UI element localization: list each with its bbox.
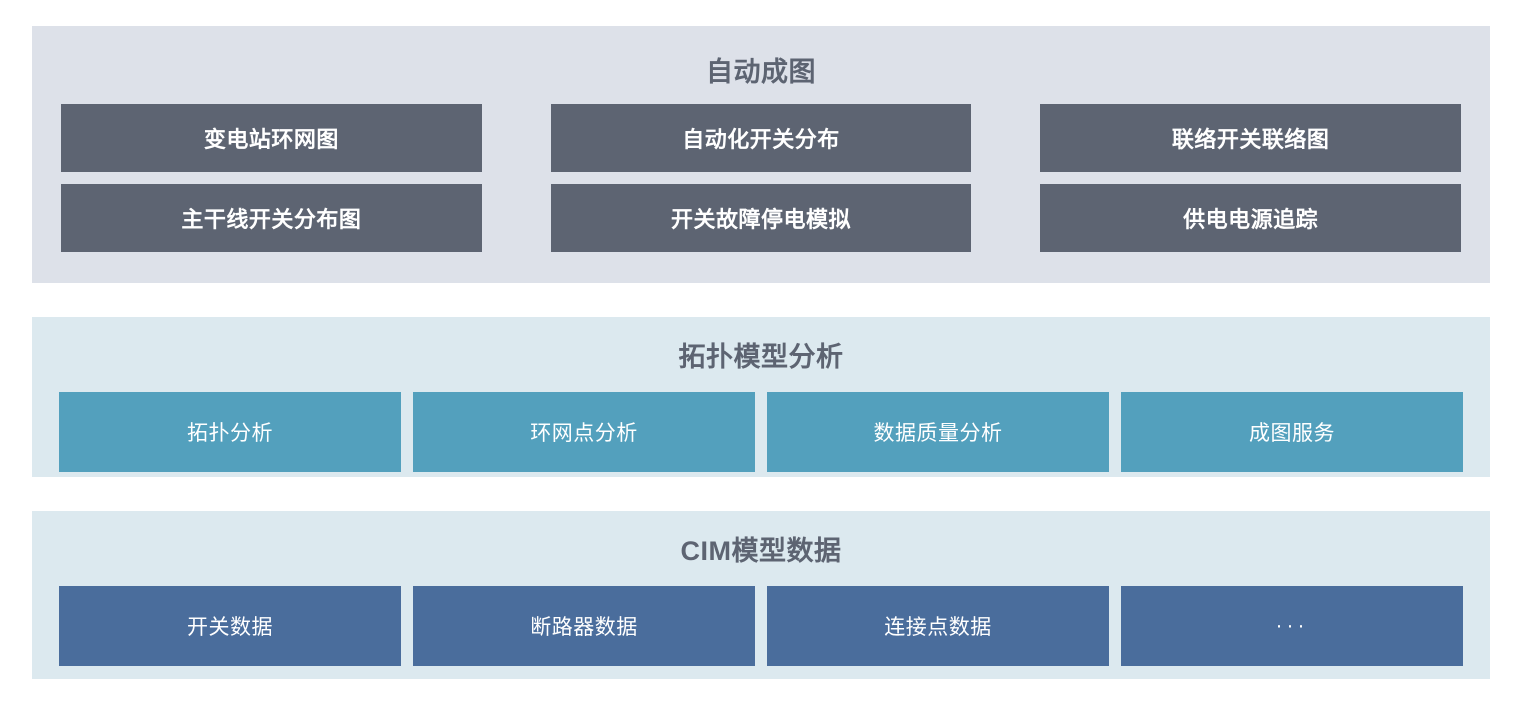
section-title-topology: 拓扑模型分析	[678, 342, 844, 372]
tile-switch-data[interactable]: 开关数据	[59, 586, 401, 666]
tile-substation-ring-network[interactable]: 变电站环网图	[61, 104, 482, 172]
tile-more-ellipsis[interactable]: ···	[1121, 586, 1463, 666]
tile-switch-fault-outage-simulation[interactable]: 开关故障停电模拟	[550, 184, 972, 252]
tile-row-auto-mapping-1: 变电站环网图 自动化开关分布 联络开关联络图	[32, 104, 1490, 172]
tile-row-auto-mapping-2: 主干线开关分布图 开关故障停电模拟 供电电源追踪	[32, 184, 1490, 252]
tile-connection-point-data[interactable]: 连接点数据	[767, 586, 1109, 666]
tile-row-cim: 开关数据 断路器数据 连接点数据 ···	[32, 586, 1490, 666]
tile-trunk-line-switch-distribution[interactable]: 主干线开关分布图	[61, 184, 482, 252]
tile-tie-switch-connection-diagram[interactable]: 联络开关联络图	[1040, 104, 1462, 172]
section-title-cim: CIM模型数据	[680, 536, 842, 566]
tile-ring-network-point-analysis[interactable]: 环网点分析	[413, 392, 755, 472]
section-cim-model-data: CIM模型数据 开关数据 断路器数据 连接点数据 ···	[32, 511, 1490, 679]
architecture-diagram: 自动成图 变电站环网图 自动化开关分布 联络开关联络图 主干线开关分布图 开关故…	[32, 26, 1490, 679]
tile-mapping-service[interactable]: 成图服务	[1121, 392, 1463, 472]
tile-row-topology: 拓扑分析 环网点分析 数据质量分析 成图服务	[32, 392, 1490, 472]
tile-data-quality-analysis[interactable]: 数据质量分析	[767, 392, 1109, 472]
section-topology-model-analysis: 拓扑模型分析 拓扑分析 环网点分析 数据质量分析 成图服务	[32, 317, 1490, 477]
tile-automation-switch-distribution[interactable]: 自动化开关分布	[550, 104, 972, 172]
tile-power-source-tracing[interactable]: 供电电源追踪	[1040, 184, 1462, 252]
section-title-auto-mapping: 自动成图	[706, 57, 816, 87]
tile-circuit-breaker-data[interactable]: 断路器数据	[413, 586, 755, 666]
section-auto-mapping: 自动成图 变电站环网图 自动化开关分布 联络开关联络图 主干线开关分布图 开关故…	[32, 26, 1490, 283]
tile-topology-analysis[interactable]: 拓扑分析	[59, 392, 401, 472]
